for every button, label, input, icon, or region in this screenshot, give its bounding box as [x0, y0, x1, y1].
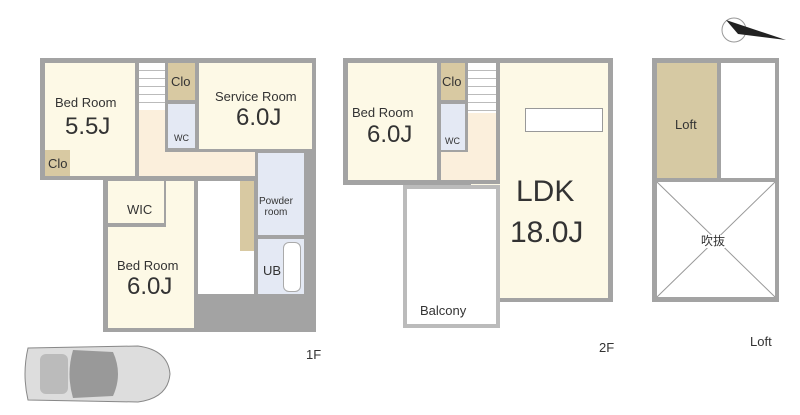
wc-label: WC	[445, 136, 460, 146]
service-room-label: Service Room	[215, 89, 297, 104]
powder-room	[258, 153, 304, 235]
service-room	[199, 63, 312, 149]
bedroom-size: 6.0J	[127, 273, 173, 300]
bedroom-6-0-upper	[166, 181, 194, 227]
floor-label-1f: 1F	[306, 347, 322, 362]
bedroom-size: 6.0J	[367, 121, 413, 148]
closet-label: Clo	[442, 74, 462, 89]
hallway-2f	[441, 152, 496, 180]
bedroom-label: Bed Room	[55, 95, 117, 110]
loft-label: Loft	[675, 117, 697, 132]
bedroom-label: Bed Room	[352, 105, 414, 120]
closet	[441, 63, 465, 100]
loft-room	[657, 63, 717, 178]
ub-label: UB	[263, 263, 282, 278]
hallway-2f	[468, 113, 496, 153]
powder-room-label: Powder room	[259, 196, 293, 218]
stairs	[468, 63, 496, 113]
ldk	[500, 63, 608, 298]
service-room-size: 6.0J	[236, 104, 282, 131]
bathtub	[283, 242, 301, 292]
floor-label-loft: Loft	[750, 334, 772, 349]
car-icon	[24, 345, 171, 403]
closet-label: Clo	[171, 74, 191, 89]
stairs	[139, 63, 165, 110]
compass-icon	[721, 17, 786, 43]
bedroom-size: 5.5J	[65, 113, 111, 140]
bedroom-label: Bed Room	[117, 258, 179, 273]
closet-label: Clo	[48, 156, 68, 171]
wic-label: WIC	[127, 202, 153, 217]
floor-label-2f: 2F	[599, 340, 615, 355]
balcony	[403, 185, 500, 328]
wc-label: WC	[174, 133, 189, 143]
balcony-label: Balcony	[420, 303, 467, 318]
closet	[45, 150, 70, 176]
wic	[108, 181, 164, 223]
hallway-1f	[139, 152, 255, 176]
bedroom-6-0	[108, 227, 194, 328]
shoe-closet	[240, 181, 254, 251]
wc-1f	[168, 104, 195, 148]
loft-gap	[721, 63, 775, 178]
closet	[168, 63, 195, 100]
ldk-size: 18.0J	[510, 216, 584, 249]
wc-2f	[441, 104, 465, 150]
kitchen-counter	[525, 108, 603, 132]
void-label: 吹抜	[701, 234, 726, 248]
ldk-label: LDK	[516, 175, 575, 208]
bedroom-2f	[348, 63, 437, 180]
